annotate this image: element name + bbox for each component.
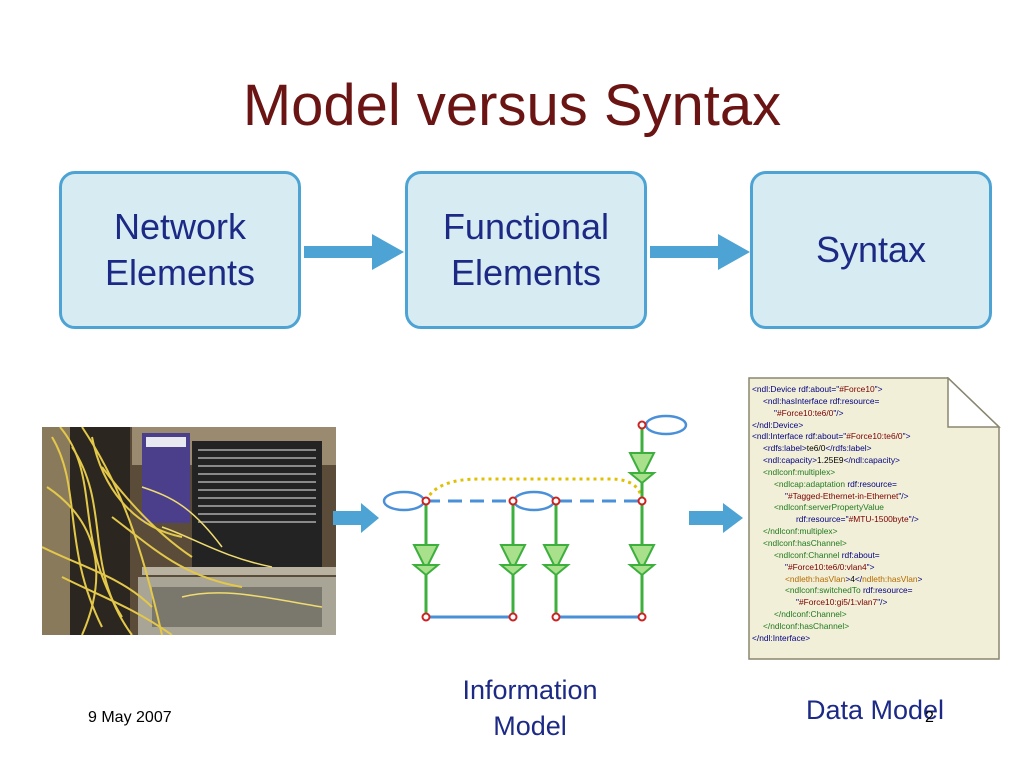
- code-line: </ndl:Interface>: [752, 633, 996, 645]
- code-line: rdf:resource="#MTU-1500byte"/>: [752, 514, 996, 526]
- code-token: "/>: [898, 490, 909, 501]
- code-token: <ndlconf:Channel: [774, 549, 842, 560]
- code-token: 4: [850, 573, 855, 584]
- code-line: <ndlconf:switchedTo rdf:resource=: [752, 585, 996, 597]
- information-model-caption: Information Model: [462, 675, 598, 741]
- code-token: </: [854, 573, 863, 584]
- code-token: </rdfs:label>: [825, 443, 872, 454]
- code-token: #Force10: [839, 384, 875, 394]
- code-token: ">: [866, 561, 875, 572]
- code-line: <ndl:Interface rdf:about="#Force10:te6/0…: [752, 431, 996, 443]
- code-token: <ndl:Device: [752, 384, 799, 394]
- code-token: </ndlconf:Channel>: [774, 609, 847, 620]
- network-elements-box: Network Elements: [59, 171, 301, 329]
- code-token: >: [845, 573, 851, 584]
- network-rack-photo: [42, 427, 336, 635]
- code-line: <ndlconf:Channel rdf:about=: [752, 550, 996, 562]
- code-token: >: [917, 573, 923, 584]
- functional-elements-label: Functional Elements: [442, 206, 610, 293]
- code-token: rdf:resource=": [796, 514, 849, 525]
- network-elements-label: Network Elements: [104, 206, 256, 293]
- code-token: </ndlconf:hasChannel>: [763, 620, 850, 631]
- code-line: <ndlconf:multiplex>: [752, 467, 996, 479]
- code-token: ndleth:hasVlan: [862, 573, 918, 584]
- code-line: <ndl:hasInterface rdf:resource=: [752, 396, 996, 408]
- code-token: #Force10:te6/0: [846, 431, 903, 442]
- syntax-box: Syntax: [750, 171, 992, 329]
- code-token: <ndlconf:multiplex>: [763, 466, 836, 477]
- code-token: </ndlconf:multiplex>: [763, 526, 838, 537]
- code-token: "/>: [833, 407, 844, 418]
- code-line: </ndlconf:multiplex>: [752, 526, 996, 538]
- code-line: <ndlconf:hasChannel>: [752, 538, 996, 550]
- code-line: <rdfs:label>te6/0</rdfs:label>: [752, 443, 996, 455]
- vertical-links: [424, 425, 644, 617]
- page-number: 2: [925, 709, 934, 726]
- code-token: <ndlconf:serverPropertyValue: [774, 502, 884, 513]
- code-token: #Force10:gi5/1:vlan7: [798, 597, 878, 608]
- code-token: <ndlcap:adaptation: [774, 478, 848, 489]
- code-token: <ndl:hasInterface: [763, 395, 830, 406]
- code-token: #Force10:te6/0: [776, 407, 834, 418]
- triangle-icons: [411, 452, 657, 577]
- code-token: <ndl:Interface: [752, 431, 806, 442]
- interface-ellipses: [382, 414, 688, 512]
- code-token: </ndl:capacity>: [843, 455, 900, 466]
- functional-elements-box: Functional Elements: [405, 171, 647, 329]
- code-line: "#Tagged-Ethernet-in-Ethernet"/>: [752, 491, 996, 503]
- code-token: <rdfs:label>: [763, 443, 807, 454]
- slide-title: Model versus Syntax: [242, 73, 782, 138]
- code-token: #Tagged-Ethernet-in-Ethernet: [787, 490, 899, 501]
- code-token: rdf:about=": [798, 384, 840, 394]
- code-line: <ndleth:hasVlan>4</ndleth:hasVlan>: [752, 574, 996, 586]
- code-token: </ndl:Device>: [752, 419, 804, 430]
- dotted-path: [424, 477, 644, 502]
- code-token: <ndl:capacity>: [763, 455, 818, 466]
- code-token: rdf:about=: [841, 549, 880, 560]
- code-token: rdf:resource=: [862, 585, 913, 596]
- footer-date: 9 May 2007: [88, 709, 172, 726]
- code-token: ": [785, 490, 788, 501]
- code-line: "#Force10:te6/0"/>: [752, 408, 996, 420]
- code-line: "#Force10:gi5/1:vlan7"/>: [752, 597, 996, 609]
- code-token: 1.25E9: [817, 455, 844, 466]
- code-token: #Force10:te6/0:vlan4: [787, 561, 867, 572]
- code-token: "/>: [877, 597, 888, 608]
- node-dots: [421, 420, 647, 622]
- code-token: "/>: [908, 514, 919, 525]
- arrow-right-icon: [650, 234, 750, 270]
- document-icon: [748, 377, 1001, 660]
- data-model-caption: Data Model: [805, 695, 945, 725]
- ndl-code-listing: <ndl:Device rdf:about="#Force10"><ndl:ha…: [752, 384, 996, 645]
- code-token: te6/0: [806, 443, 826, 454]
- code-token: ": [774, 407, 777, 418]
- code-token: rdf:resource=: [847, 478, 897, 489]
- code-token: ": [785, 561, 788, 572]
- information-model-diagram: [382, 414, 688, 622]
- arrow-right-icon: [333, 503, 379, 533]
- code-token: #MTU-1500byte: [848, 514, 909, 525]
- code-token: </ndl:Interface>: [752, 632, 811, 643]
- code-token: ": [796, 597, 799, 608]
- code-token: <ndlconf:switchedTo: [785, 585, 863, 596]
- syntax-label: Syntax: [815, 229, 927, 270]
- code-token: rdf:resource=: [829, 395, 880, 406]
- code-token: <ndlconf:hasChannel>: [763, 537, 847, 548]
- code-line: "#Force10:te6/0:vlan4">: [752, 562, 996, 574]
- code-token: <ndleth:hasVlan: [785, 573, 846, 584]
- code-token: ">: [874, 384, 883, 394]
- arrow-right-icon: [304, 234, 404, 270]
- code-line: </ndlconf:Channel>: [752, 609, 996, 621]
- code-line: <ndl:Device rdf:about="#Force10">: [752, 384, 996, 396]
- code-token: ">: [902, 431, 911, 442]
- code-token: rdf:about=": [805, 431, 847, 442]
- arrow-right-icon: [689, 503, 743, 533]
- code-line: <ndlconf:serverPropertyValue: [752, 502, 996, 514]
- code-line: <ndlcap:adaptation rdf:resource=: [752, 479, 996, 491]
- code-line: </ndlconf:hasChannel>: [752, 621, 996, 633]
- code-line: </ndl:Device>: [752, 420, 996, 432]
- code-line: <ndl:capacity>1.25E9</ndl:capacity>: [752, 455, 996, 467]
